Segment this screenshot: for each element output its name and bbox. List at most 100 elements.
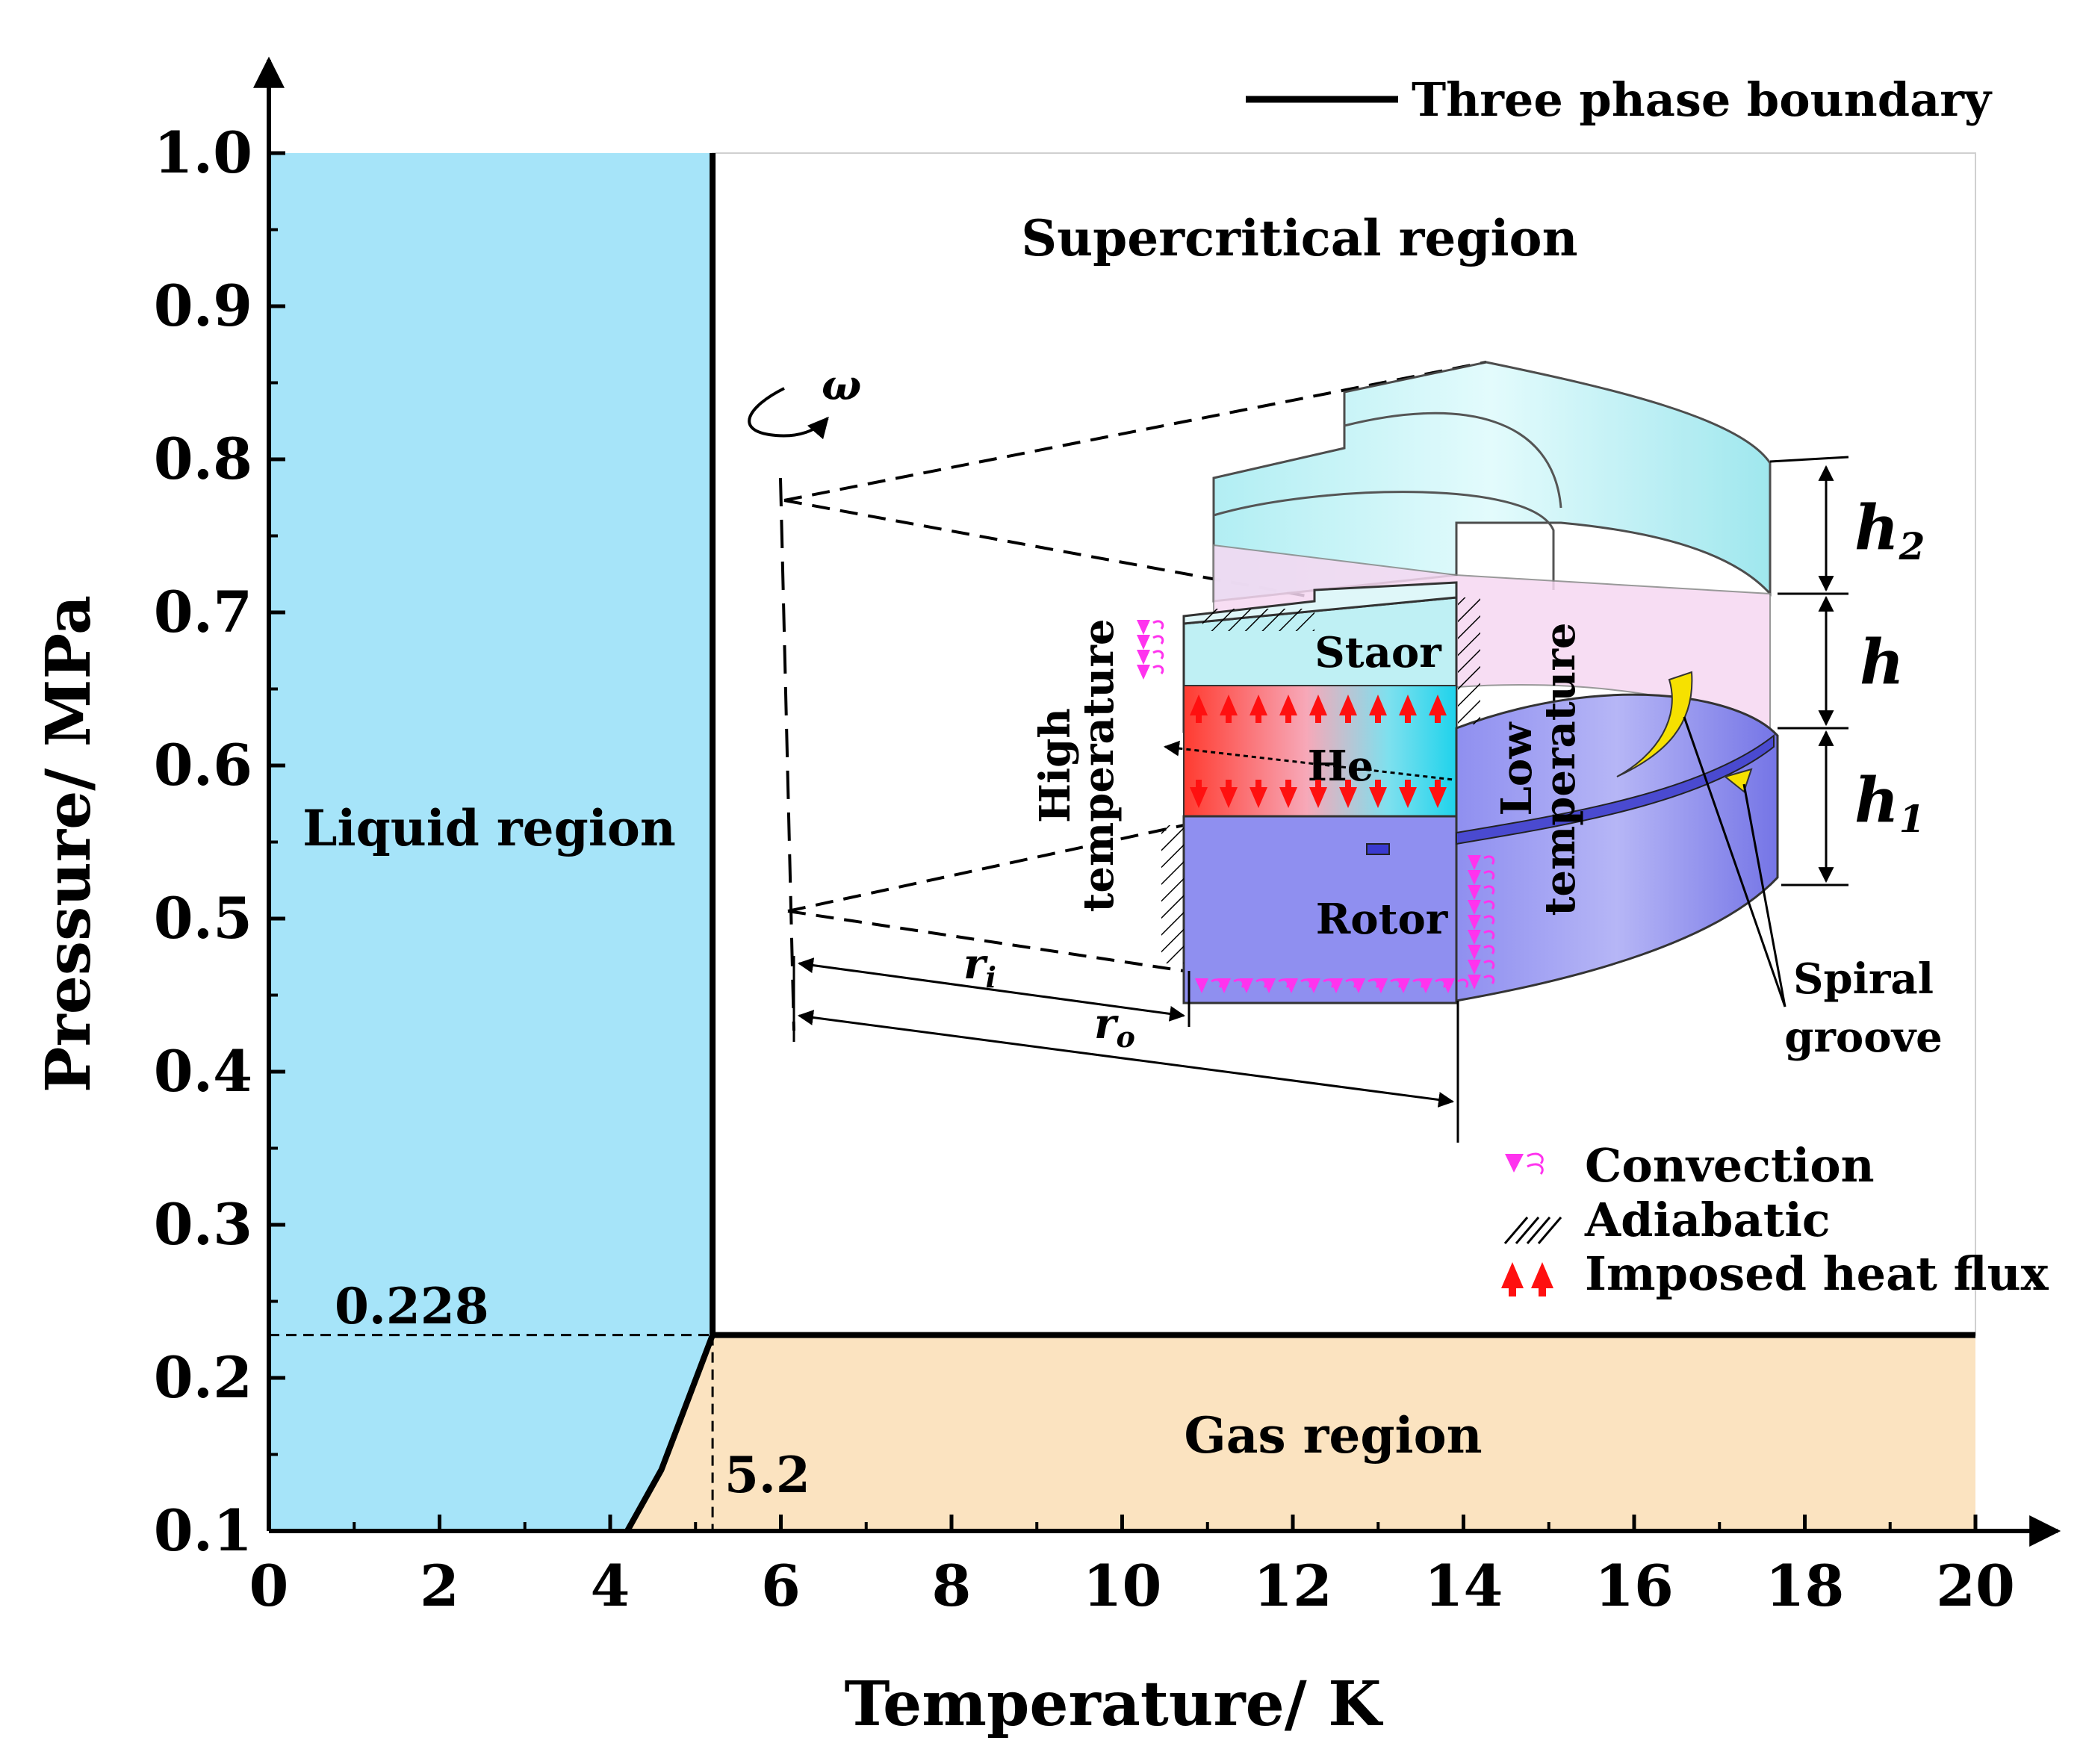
heat-flux-arrow-down: [1339, 787, 1357, 808]
three-phase-boundary-series: [624, 153, 1975, 1532]
y-tick-label: 0.2: [154, 1344, 252, 1411]
rotation-arrow-icon: [748, 387, 829, 440]
heat-flux-icon: [1501, 1262, 1553, 1296]
low-temperature-line-2: temperature: [1536, 622, 1585, 916]
heat-flux-arrow-up: [1190, 695, 1208, 715]
rotation-axis: [779, 477, 795, 1031]
heat-flux-arrow-stem: [1345, 714, 1351, 723]
y-tick-label: 0.5: [154, 885, 252, 951]
heat-flux-arrow-down: [1279, 787, 1297, 808]
x-tick-label: 20: [1936, 1553, 2015, 1619]
stator-inner-arc-2: [1344, 412, 1562, 509]
height-dimensions: [1769, 456, 1849, 886]
x-tick-label: 6: [761, 1553, 801, 1619]
y-tick-label: 0.7: [154, 579, 252, 645]
high-temperature-label: High temperature: [1031, 618, 1123, 912]
heat-flux-arrow-stem: [1375, 714, 1381, 723]
low-temperature-label: Low temperature: [1492, 622, 1585, 916]
heat-flux-arrow-down: [1369, 787, 1387, 808]
x-tick-label: 2: [420, 1553, 459, 1619]
gas-region-label: Gas region: [1184, 1406, 1482, 1465]
convection-marker-rotor-side: [1468, 885, 1495, 900]
heat-flux-arrow-stem: [1315, 780, 1321, 789]
heat-flux-arrow-stem: [1405, 780, 1411, 789]
heat-flux-arrow-down: [1250, 787, 1267, 808]
h2-label: h2: [1854, 492, 1925, 568]
convection-marker-rotor-side: [1468, 915, 1495, 930]
legend-label-three-phase-boundary: Three phase boundary: [1412, 72, 1993, 127]
heat-flux-arrow-stem: [1375, 780, 1381, 789]
convection-marker-rotor-side: [1468, 855, 1495, 870]
liquid-region: [269, 153, 713, 1531]
heat-flux-arrow-up: [1429, 695, 1447, 715]
y-tick-label: 0.1: [154, 1497, 252, 1564]
heat-flux-arrow-up: [1220, 695, 1238, 715]
heat-flux-arrow-up: [1250, 695, 1267, 715]
ro-label: ro: [1094, 999, 1135, 1054]
convection-icon: [1505, 1152, 1544, 1175]
adiabatic-hatch-left: [1161, 825, 1184, 963]
heat-flux-arrow-up: [1309, 695, 1327, 715]
convection-marker-rotor-side: [1468, 900, 1495, 915]
x-axis-title: Temperature/ K: [844, 1668, 1383, 1740]
supercritical-region-label: Supercritical region: [1021, 209, 1577, 267]
adiabatic-hatch-top: [1202, 609, 1314, 631]
x-tick-label: 14: [1424, 1553, 1503, 1619]
legend-label-imposed-heat-flux: Imposed heat flux: [1585, 1246, 2049, 1301]
boundary-segment-0: [624, 1334, 715, 1532]
x-tick-label: 4: [591, 1553, 630, 1619]
radial-arrow: [1163, 740, 1461, 782]
heat-flux-arrow-stem: [1196, 714, 1202, 723]
convection-marker-rotor-side: [1468, 945, 1495, 960]
spiral-groove-line-1: Spiral: [1793, 954, 1934, 1004]
heat-flux-arrow-stem: [1255, 714, 1261, 723]
convection-marker-stator: [1137, 635, 1164, 650]
x-tick-label: 10: [1083, 1553, 1162, 1619]
y-tick-label: 0.3: [154, 1191, 252, 1258]
x-tick-label: 18: [1766, 1553, 1845, 1619]
heat-flux-arrow-stem: [1345, 780, 1351, 789]
h1-label: h1: [1854, 765, 1925, 841]
convection-marker-stator: [1137, 650, 1164, 665]
heat-flux-arrow-down: [1220, 787, 1238, 808]
inset-legend: Convection Adiabatic Imposed heat flux: [1501, 1138, 2049, 1301]
x-tick-label: 0: [249, 1553, 289, 1619]
heat-flux-arrow-stem: [1285, 780, 1291, 789]
liquid-region-label: Liquid region: [302, 799, 676, 857]
ri-label: ri: [963, 940, 996, 994]
h-label: h: [1860, 627, 1904, 698]
convection-marker-rotor-side: [1468, 960, 1495, 975]
heat-flux-arrow-stem: [1435, 780, 1441, 789]
convection-marker-rotor-side: [1468, 930, 1495, 945]
heat-flux-arrow-stem: [1405, 714, 1411, 723]
x-tick-label: 16: [1595, 1553, 1674, 1619]
heat-flux-arrow-down: [1399, 787, 1417, 808]
adiabatic-hatch-right: [1458, 597, 1480, 724]
heat-flux-arrow-stem: [1315, 714, 1321, 723]
heat-flux-arrow-up: [1369, 695, 1387, 715]
heat-flux-arrow-up: [1399, 695, 1417, 715]
legend: Three phase boundary: [1246, 72, 1993, 127]
heat-flux-arrow-down: [1429, 787, 1447, 808]
high-temperature-line-1: High: [1031, 708, 1080, 823]
heat-flux-arrow-stem: [1255, 780, 1261, 789]
spiral-groove-line-2: groove: [1784, 1013, 1943, 1062]
radius-dimensions: [792, 956, 1459, 1143]
stator-label: Staor: [1314, 628, 1442, 677]
spiral-groove-upper: [1616, 671, 1693, 777]
y-tick-label: 1.0: [154, 119, 252, 186]
high-temperature-line-2: temperature: [1074, 618, 1123, 912]
x-tick-label: 12: [1253, 1553, 1332, 1619]
projection-lines: [783, 361, 1487, 972]
gas-region: [627, 1335, 1975, 1531]
critical-temperature-label: 5.2: [724, 1446, 810, 1504]
spiral-groove-callout: [1683, 716, 1786, 1007]
convection-markers: [1137, 620, 1495, 993]
low-temperature-line-1: Low: [1492, 721, 1542, 816]
x-tick-label: 8: [932, 1553, 972, 1619]
heat-flux-arrow-up: [1339, 695, 1357, 715]
heat-flux-arrow-stem: [1435, 714, 1441, 723]
omega-label: ω: [822, 361, 861, 410]
